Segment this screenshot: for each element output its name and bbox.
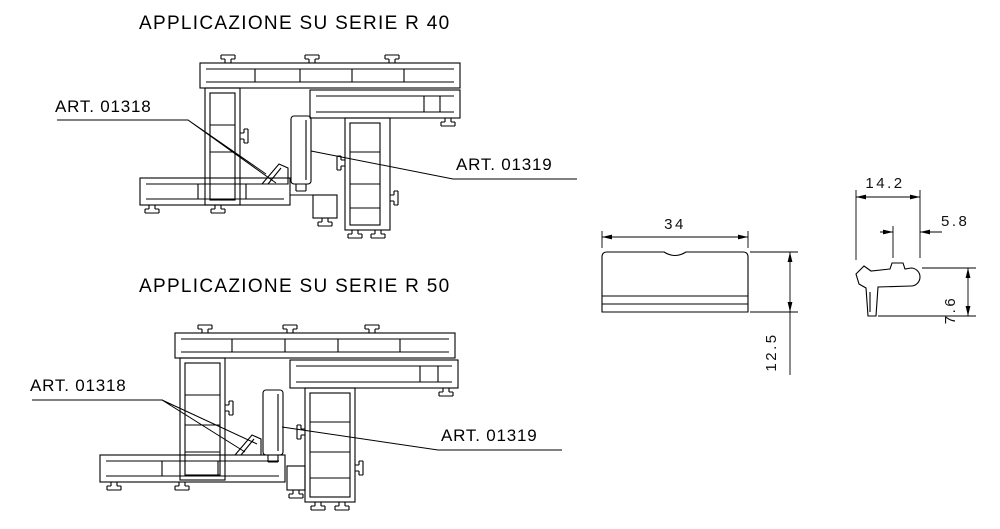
r40-part-01319 [290,115,312,192]
r40-label-art-01319: ART. 01319 [456,155,553,174]
r50-part-01319 [262,389,284,463]
side-width-dimension-label: 14.2 [865,175,905,192]
r50-leader-lines [32,399,562,453]
dimension-arrows [602,194,971,316]
clip-front-view-drawing [601,251,749,313]
r50-title: APPLICAZIONE SU SERIE R 50 [139,276,451,297]
r40-title: APPLICAZIONE SU SERIE R 40 [139,13,451,34]
r50-profile-drawing [99,324,459,511]
r50-label-art-01319: ART. 01319 [441,426,538,445]
side-offset-dimension-label: 5.8 [941,213,970,230]
side-height-dimension-label: 7.6 [942,295,959,325]
r40-leader-lines [57,119,577,184]
clip-side-view-drawing [855,262,921,317]
r50-part-01318 [233,434,262,456]
r40-part-01318 [260,163,289,185]
r50-label-art-01318: ART. 01318 [30,376,127,395]
front-height-dimension-label: 12.5 [763,332,780,372]
r40-profile-drawing [139,54,461,239]
r40-label-art-01318: ART. 01318 [55,97,152,116]
front-width-dimension-label: 34 [664,216,686,233]
